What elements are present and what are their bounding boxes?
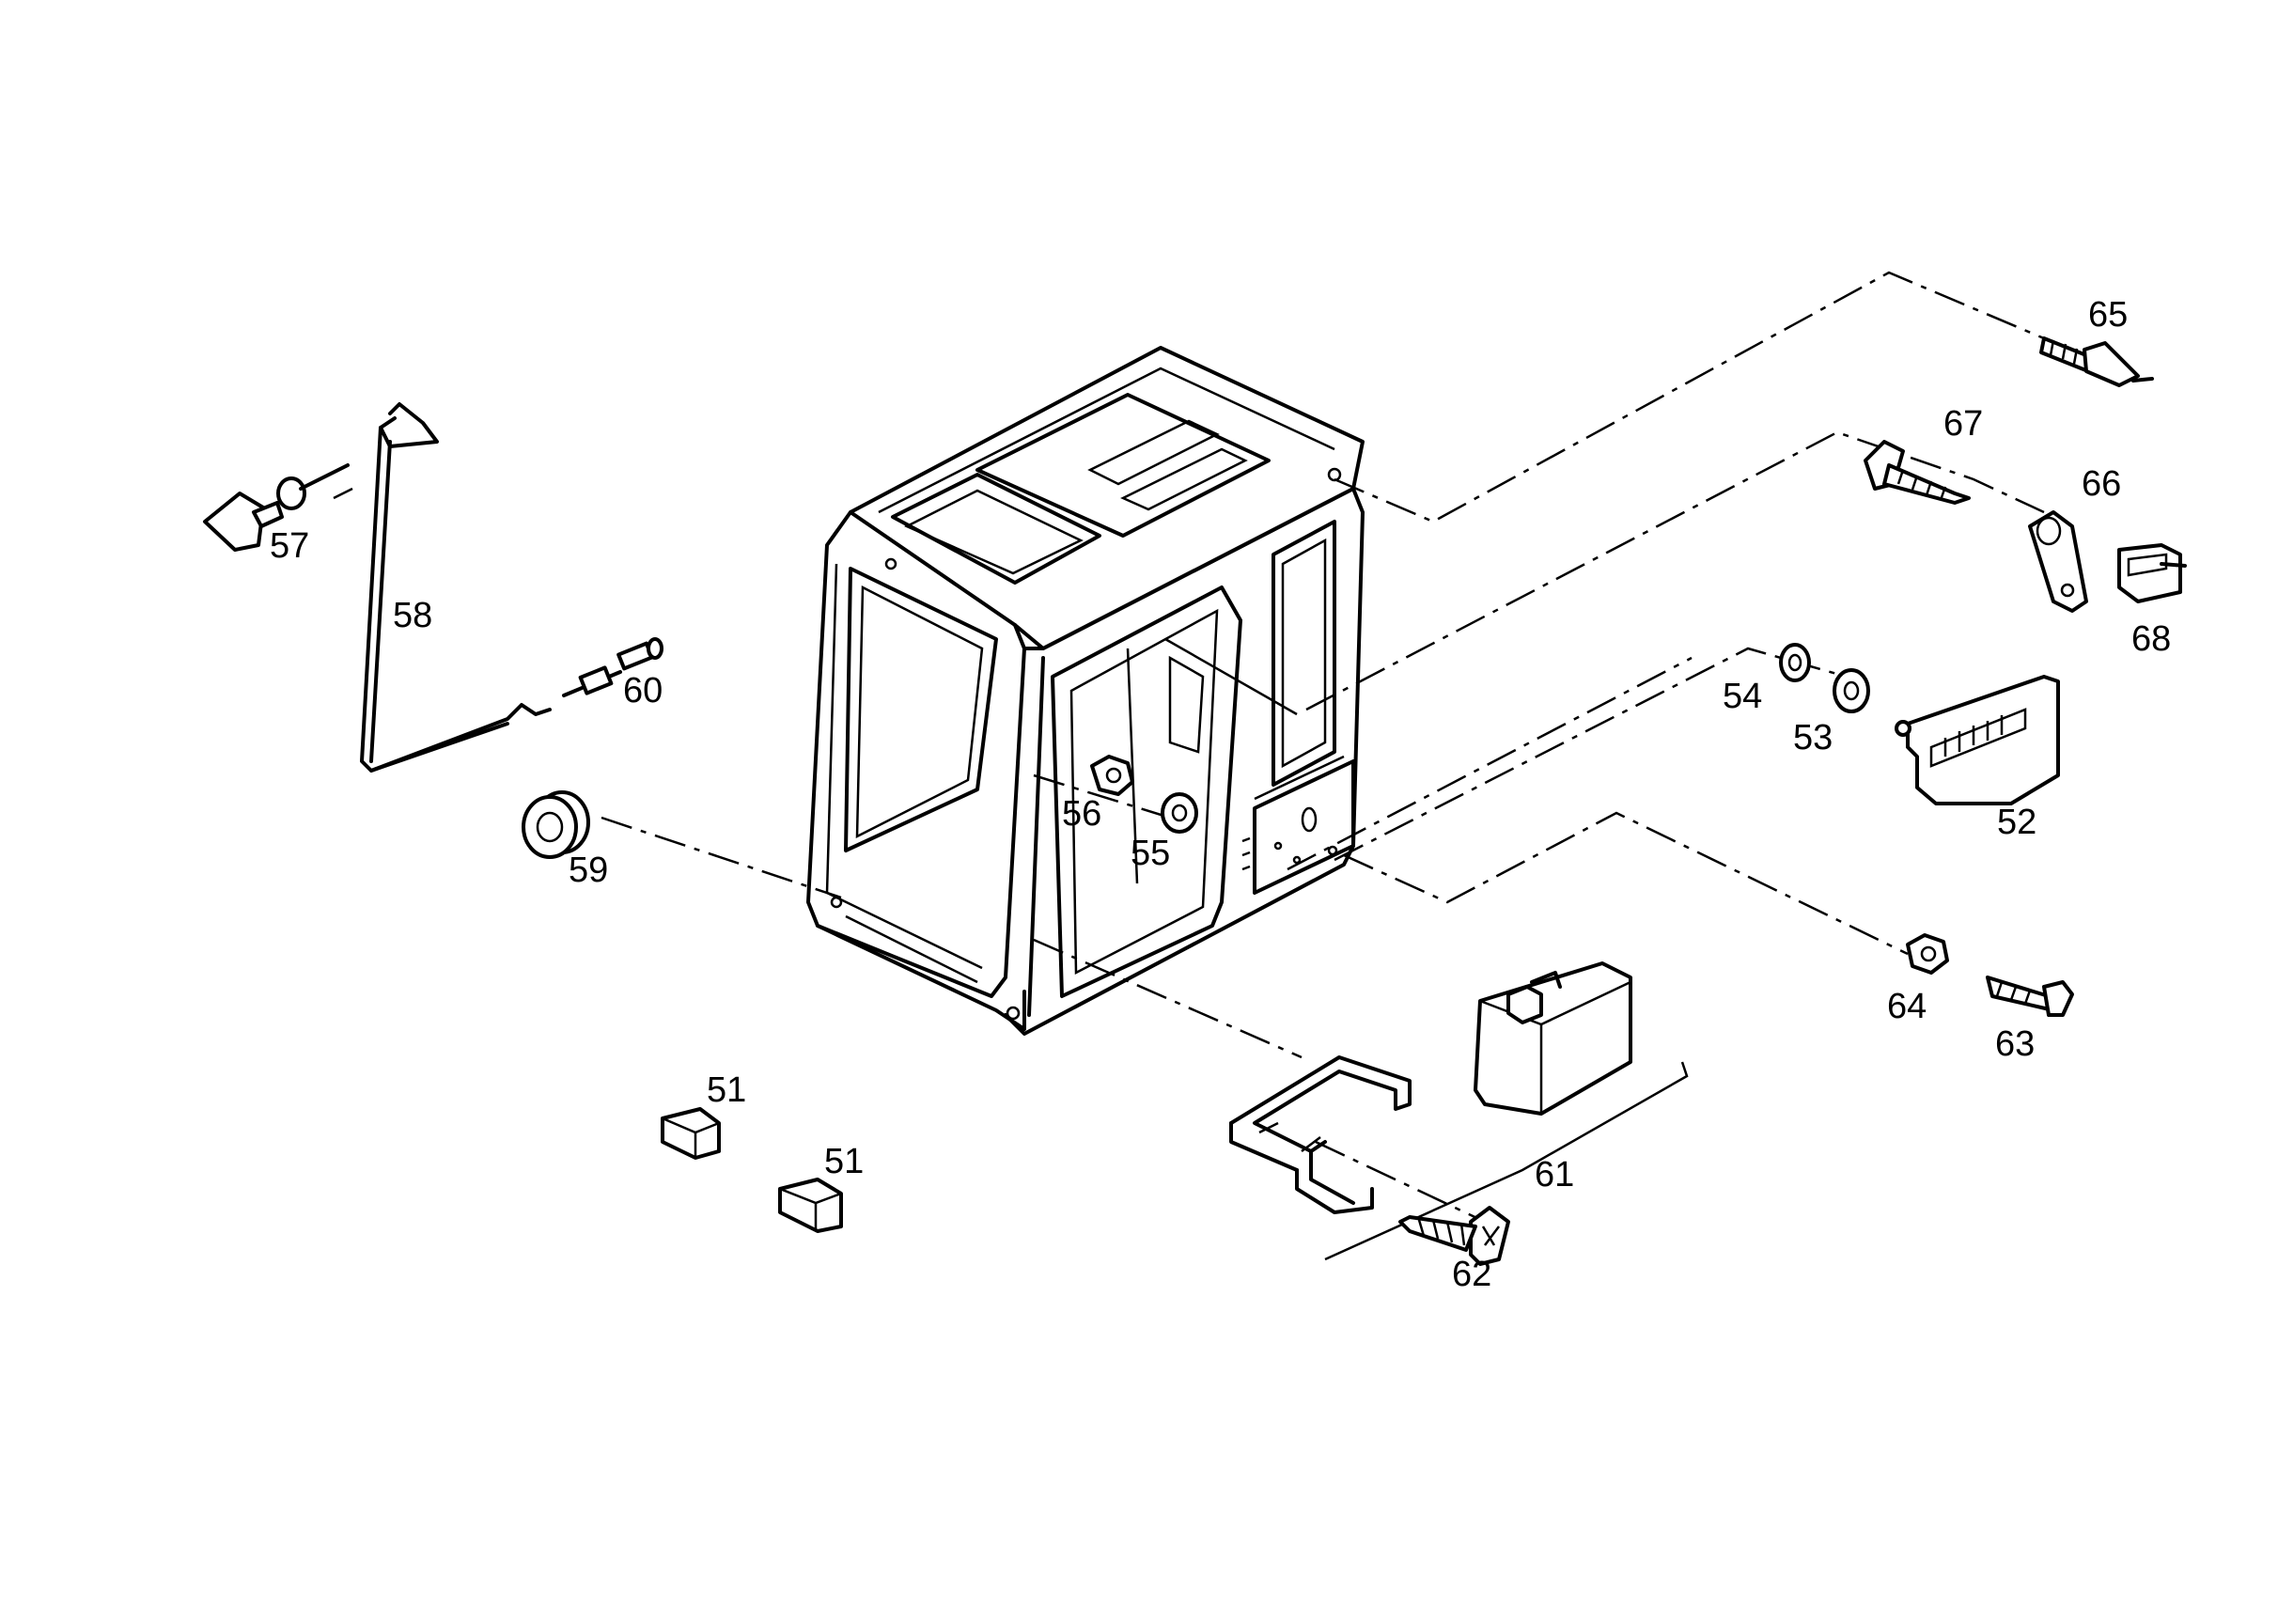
callout-65: 65 bbox=[2088, 295, 2128, 335]
part-62 bbox=[1398, 1206, 1510, 1266]
part-55 bbox=[1161, 792, 1198, 834]
part-65 bbox=[2039, 336, 2154, 387]
part-51b bbox=[778, 1178, 843, 1233]
part-68 bbox=[2117, 543, 2187, 603]
part-58 bbox=[360, 402, 552, 773]
callout-59: 59 bbox=[569, 851, 608, 890]
callout-66: 66 bbox=[2082, 464, 2121, 504]
cab-frame bbox=[806, 346, 1365, 1036]
callout-63: 63 bbox=[1995, 1024, 2035, 1064]
part-60 bbox=[562, 637, 663, 697]
part-51a bbox=[661, 1107, 721, 1160]
callout-51a: 51 bbox=[707, 1070, 746, 1110]
part-56 bbox=[1090, 755, 1134, 796]
callout-58: 58 bbox=[393, 596, 432, 635]
part-59 bbox=[522, 790, 590, 859]
callout-56: 56 bbox=[1062, 794, 1101, 834]
callout-54: 54 bbox=[1723, 677, 1762, 716]
part-63 bbox=[1986, 976, 2074, 1017]
part-61 bbox=[1324, 961, 1689, 1261]
callout-55: 55 bbox=[1131, 834, 1170, 873]
part-64 bbox=[1906, 933, 1949, 975]
callout-68: 68 bbox=[2131, 619, 2171, 659]
callout-53: 53 bbox=[1793, 718, 1833, 757]
part-52 bbox=[1895, 675, 2060, 805]
holder-bracket bbox=[1229, 1055, 1412, 1214]
part-53 bbox=[1833, 668, 1870, 713]
callout-62: 62 bbox=[1452, 1255, 1491, 1294]
callout-67: 67 bbox=[1943, 404, 1983, 444]
part-66 bbox=[2028, 510, 2088, 613]
part-54 bbox=[1779, 643, 1811, 682]
callout-52: 52 bbox=[1997, 803, 2036, 842]
callout-64: 64 bbox=[1887, 987, 1927, 1026]
callout-57: 57 bbox=[270, 526, 309, 566]
part-57 bbox=[203, 463, 350, 552]
callout-51b: 51 bbox=[824, 1142, 864, 1181]
callout-labels: 51 51 52 53 54 55 56 57 58 59 60 61 62 6… bbox=[270, 295, 2171, 1294]
callout-61: 61 bbox=[1535, 1155, 1574, 1195]
leader-lines bbox=[333, 271, 2045, 1224]
callout-60: 60 bbox=[623, 671, 663, 710]
part-67 bbox=[1864, 440, 1971, 505]
